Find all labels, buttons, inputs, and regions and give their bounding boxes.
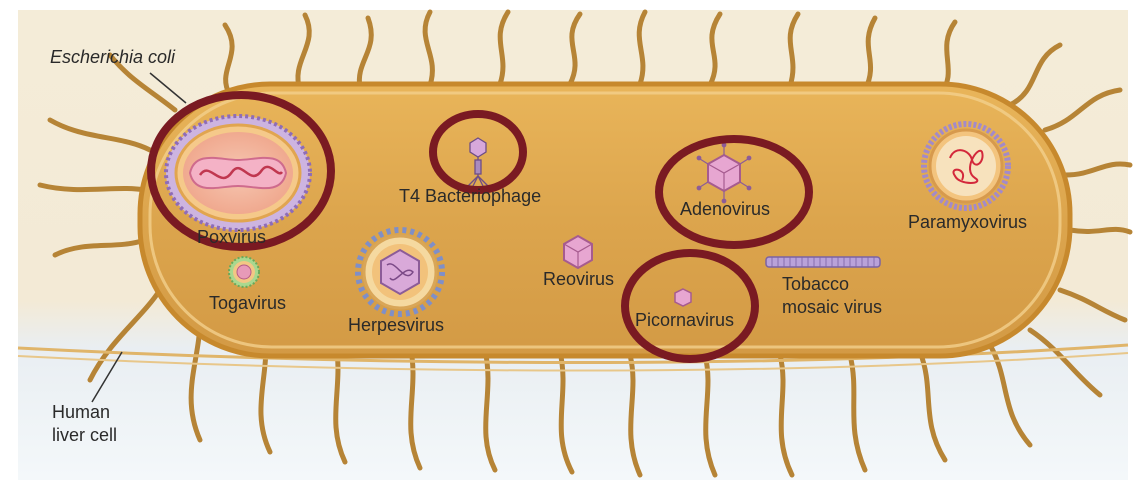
togavirus-particle (228, 256, 260, 288)
highlight-circles (147, 91, 813, 363)
t4-bacteriophage-label: T4 Bacteriophage (399, 186, 541, 206)
tobacco-mosaic-virus-label-line2: mosaic virus (782, 297, 882, 317)
highlight-circle-adenovirus (655, 135, 813, 249)
adenovirus-particle (696, 142, 752, 204)
ecoli-leader-line (149, 72, 187, 104)
human-liver-cell-label-line1: Human (52, 402, 110, 422)
paramyxovirus-particle (921, 121, 1011, 211)
herpesvirus-particle (355, 227, 445, 317)
picornavirus-particle (674, 288, 692, 307)
human-liver-cell-label-line2: liver cell (52, 425, 117, 445)
ecoli-label: Escherichia coli (50, 47, 176, 67)
reovirus-label: Reovirus (543, 269, 614, 289)
reovirus-particle (563, 234, 593, 270)
highlight-circle-poxvirus (147, 91, 335, 251)
adenovirus-label: Adenovirus (680, 199, 770, 219)
herpesvirus-label: Herpesvirus (348, 315, 444, 335)
picornavirus-label: Picornavirus (635, 310, 734, 330)
tobacco-mosaic-virus-label-line1: Tobacco (782, 274, 849, 294)
paramyxovirus-label: Paramyxovirus (908, 212, 1027, 232)
flagella (37, 9, 1133, 478)
highlight-circle-t4-bacteriophage (429, 110, 527, 194)
poxvirus-particle (164, 114, 312, 232)
poxvirus-label: Poxvirus (197, 227, 266, 247)
highlight-circle-picornavirus (621, 249, 759, 363)
togavirus-label: Togavirus (209, 293, 286, 313)
tobacco-mosaic-virus-particle (765, 256, 881, 268)
liver-cell-leader-line (91, 351, 123, 403)
